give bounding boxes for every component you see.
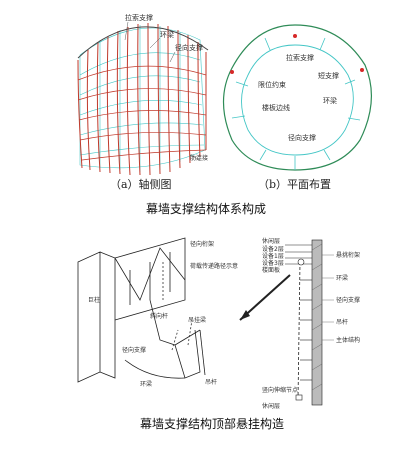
main-structure — [311, 239, 323, 406]
label-equip3: 设备3层 — [262, 259, 284, 267]
plan-label-slab-edge: 楼板边线 — [262, 103, 290, 112]
curtain-wall-line — [297, 261, 301, 401]
giant-column-side — [99, 251, 116, 379]
radial-truss — [114, 237, 186, 321]
axon-caption: （a）轴侧图 — [110, 177, 172, 191]
giant-column — [77, 251, 101, 383]
plan-label-cable: 拉索支撑 — [286, 53, 314, 62]
plan-inner-edge — [241, 44, 354, 156]
label-slope-bar: 斜向杆 — [150, 312, 168, 320]
top-figure-title: 幕墙支撑结构体系构成 — [146, 201, 266, 216]
label-radial-frame: 径向桁架 — [190, 240, 214, 248]
section-leaders — [322, 254, 334, 341]
bottom-right-section — [285, 239, 334, 406]
label-section-ring: 环梁 — [336, 274, 348, 282]
axon-red-rings — [77, 65, 207, 161]
label-section-radial: 径向支撑 — [336, 296, 360, 304]
axon-leaders — [124, 21, 201, 161]
detail-arrow-head — [240, 310, 250, 320]
axon-view: 拉索支撑 环梁 径向支撑 肋连接 （a）轴侧图 — [77, 13, 209, 191]
slide-node — [295, 394, 303, 401]
label-load-path: 荷载传递路径示意 — [190, 262, 238, 270]
label-main: 主体结构 — [336, 336, 360, 344]
plan-constraint-dots — [230, 34, 364, 74]
label-hang-truss: 悬挑桁架 — [336, 251, 360, 259]
plan-view: 拉索支撑 短支撑 限位约束 环梁 楼板边线 径向支撑 （b）平面布置 — [223, 24, 373, 191]
label-floor: 楼面板 — [262, 266, 280, 274]
axon-label-connector: 肋连接 — [190, 154, 208, 162]
axon-label-ring: 环梁 — [160, 30, 174, 39]
load-path-arrows — [162, 262, 193, 351]
label-slide: 竖向伸缩节点 — [262, 386, 298, 394]
label-rod: 吊杆 — [205, 378, 217, 386]
axon-cyan-mesh — [79, 25, 206, 172]
bottom-left-labels: 径向桁架 荷载传递路径示意 巨柱 斜向杆 吊挂梁 径向支撑 环梁 吊杆 — [88, 240, 238, 388]
label-equip2: 设备2层 — [262, 245, 284, 253]
slope-hanger — [149, 299, 201, 346]
ring-beam — [124, 359, 186, 379]
plan-outer-ring — [223, 24, 373, 171]
plan-label-short: 短支撑 — [318, 71, 339, 80]
label-hatch-top: 休闲层 — [262, 237, 280, 245]
axon-label-radial: 径向支撑 — [175, 43, 203, 52]
plan-label-ring: 环梁 — [323, 96, 337, 105]
label-hanger: 吊挂梁 — [188, 316, 206, 324]
detail-arrow — [239, 274, 291, 321]
bottom-figure-title: 幕墙支撑结构顶部悬挂构造 — [140, 416, 284, 431]
main-structure-hatch — [311, 243, 323, 391]
label-hatch-bottom: 休闲层 — [262, 402, 280, 410]
label-equip1: 设备1层 — [262, 252, 284, 260]
bottom-right-labels: 休闲层 设备2层 设备1层 设备3层 楼面板 悬挑桁架 环梁 径向支撑 吊杆 主… — [262, 237, 360, 410]
axon-top-ring — [77, 26, 209, 59]
bottom-left-detail — [77, 237, 206, 383]
ring-node — [297, 258, 305, 266]
plan-caption: （b）平面布置 — [258, 178, 331, 191]
floor-slabs — [285, 244, 312, 381]
label-column: 巨柱 — [88, 296, 100, 304]
label-radial-support: 径向支撑 — [122, 346, 146, 354]
plan-radial-ticks — [231, 37, 361, 170]
axon-label-cable: 拉索支撑 — [125, 13, 153, 22]
plan-label-radial: 径向支撑 — [288, 133, 316, 142]
plan-label-limit: 限位约束 — [258, 80, 286, 89]
label-section-rod: 吊杆 — [336, 318, 348, 326]
rod — [199, 329, 206, 376]
label-ring: 环梁 — [140, 380, 152, 388]
